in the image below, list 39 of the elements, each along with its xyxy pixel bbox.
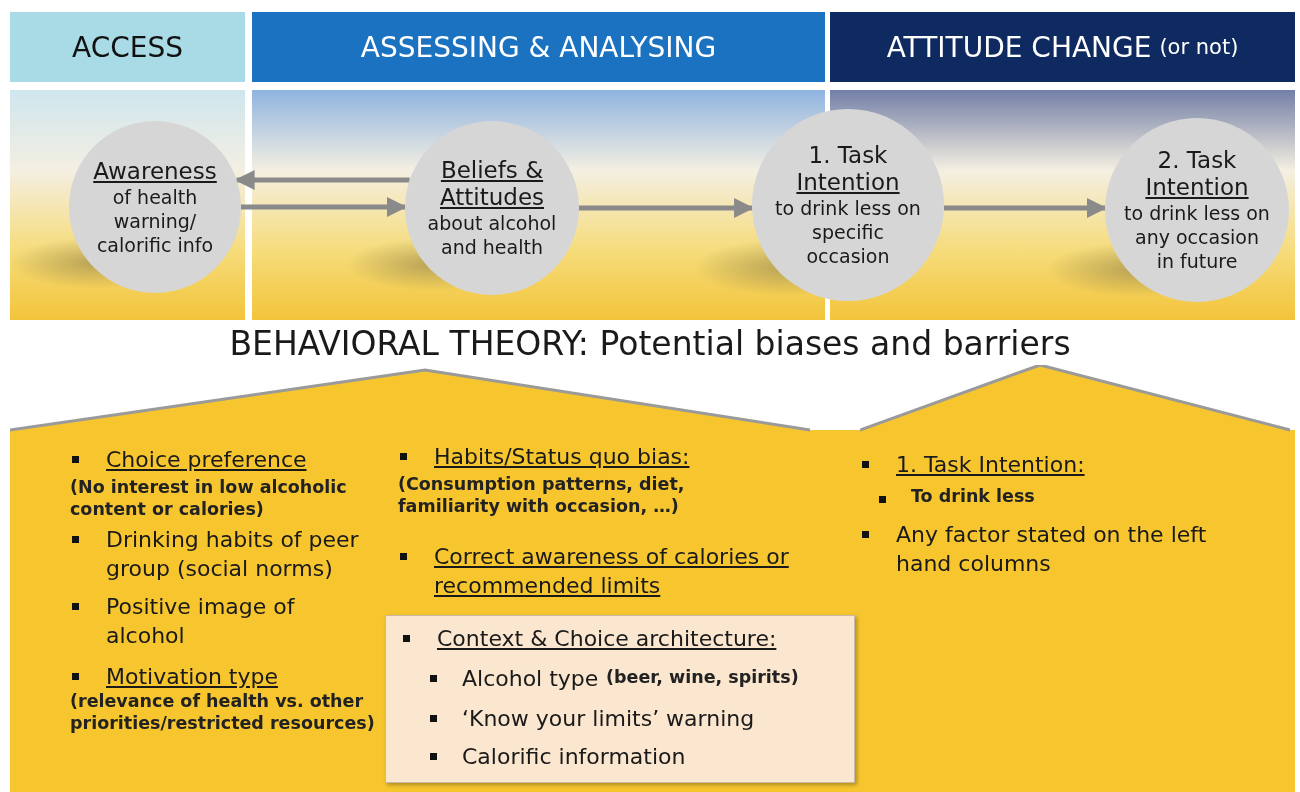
bullet-item: Calorific information	[426, 742, 846, 771]
circle-text: to drink less on specific occasion	[774, 196, 922, 268]
circle-heading: Beliefs & Attitudes	[438, 157, 546, 211]
arrow	[241, 197, 407, 217]
circle-heading: Awareness	[93, 157, 217, 185]
arrow	[579, 198, 755, 218]
arrow	[234, 170, 410, 190]
section-heading: BEHAVIORAL THEORY: Potential biases and barriers	[228, 323, 1072, 365]
circle-heading: 1. Task	[808, 142, 888, 169]
circle-text: about alcohol and health	[426, 211, 558, 259]
note-box	[385, 615, 855, 783]
circle-heading: 2. Task	[1157, 147, 1237, 174]
header-note: (or not)	[1159, 35, 1239, 59]
circle-heading: Intention	[1145, 174, 1249, 201]
bullet-heading: Context & Choice architecture:	[401, 624, 851, 653]
bullet-item: Alcohol type	[426, 664, 599, 693]
bullet-item: To drink less	[875, 485, 1255, 507]
bullet-heading: Choice preference	[70, 445, 400, 474]
bullet-heading: 1. Task Intention:	[860, 450, 1260, 479]
header-band	[10, 12, 245, 82]
bullet-item: Any factor stated on the left hand columns	[860, 520, 1260, 578]
circle-text: to drink less on any occasion in future	[1123, 201, 1271, 273]
bullet-note: (relevance of health vs. other priorities/restricted resources)	[70, 690, 376, 734]
circle-text: of health warning/ calorific info	[95, 184, 215, 257]
bullet-note: (Consumption patterns, diet, familiarity with occasion, …)	[398, 473, 686, 517]
bullet-item: ‘Know your limits’ warning	[426, 704, 846, 733]
header-band	[252, 12, 825, 82]
bullet-heading: Correct awareness of calories or recommended limits	[398, 542, 818, 600]
header-title: ACCESS	[72, 30, 183, 64]
circle-heading: Intention	[796, 169, 900, 196]
bullet-item: Positive image of alcohol	[70, 592, 380, 650]
header-title: ATTITUDE CHANGE	[886, 30, 1152, 64]
arrow	[943, 198, 1107, 218]
bullet-note: (beer, wine, spirits)	[606, 666, 800, 688]
header-title: ASSESSING & ANALYSING	[360, 30, 717, 64]
bullet-item: Drinking habits of peer group (social norms)	[70, 525, 390, 583]
bullet-heading: Habits/Status quo bias:	[398, 442, 818, 471]
bullet-note: (No interest in low alcoholic content or calories)	[70, 476, 348, 520]
header-band	[830, 12, 1295, 82]
